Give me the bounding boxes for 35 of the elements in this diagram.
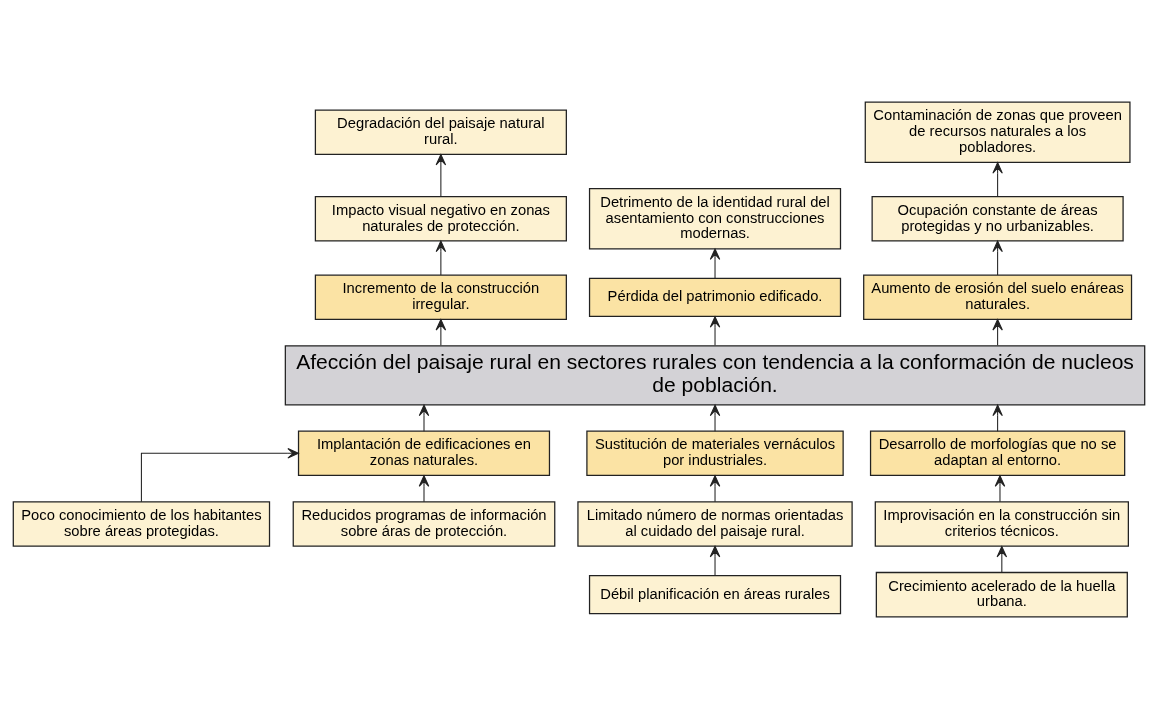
arrow: [709, 247, 721, 279]
node-box: Incremento de la construcción irregular.: [314, 274, 567, 320]
arrow: [140, 447, 299, 502]
node-box: Implantación de edificaciones en zonas naturales.: [297, 430, 551, 476]
arrow: [709, 315, 721, 346]
arrow: [709, 404, 721, 432]
node-box: Improvisación en la construcción sin criterios técnicos.: [874, 500, 1129, 547]
node-box: Contaminación de zonas que proveen de recursos naturales a los pobladores.: [864, 101, 1131, 163]
arrow: [709, 474, 721, 502]
node-box: Limitado número de normas orientadas al cuidado del paisaje rural.: [577, 500, 853, 547]
node-box: Desarrollo de morfologías que no se adaptan al entorno.: [869, 430, 1126, 476]
node-box: Aumento de erosión del suelo enáreas naturales.: [863, 274, 1133, 320]
node-box: Reducidos programas de información sobre áras de protección.: [292, 500, 556, 547]
arrow: [996, 545, 1008, 573]
node-box: Pérdida del patrimonio edificado.: [588, 277, 842, 317]
node-box: Impacto visual negativo en zonas naturales de protección.: [314, 195, 567, 241]
arrow: [709, 545, 721, 576]
arrow: [435, 318, 447, 346]
node-box: Poco conocimiento de los habitantes sobre áreas protegidas.: [12, 500, 271, 547]
arrow: [435, 240, 447, 275]
arrow: [435, 153, 447, 197]
node-box: Crecimiento acelerado de la huella urbana.: [875, 571, 1128, 617]
node-box: Débil planificación en áreas rurales: [588, 574, 842, 614]
arrow: [992, 161, 1003, 197]
arrow: [994, 474, 1006, 502]
node-box: Degradación del paisaje natural rural.: [314, 109, 567, 155]
arrow: [992, 318, 1003, 346]
arrow: [418, 404, 430, 432]
node-box: Ocupación constante de áreas protegidas y no urbanizables.: [871, 195, 1124, 241]
node-box: Detrimento de la identidad rural del asentamiento con construcciones modernas.: [588, 187, 842, 249]
arrow: [992, 240, 1003, 275]
arrow: [418, 474, 430, 502]
node-box: Afección del paisaje rural en sectores rurales con tendencia a la conformación de nucleos de población.: [284, 344, 1146, 405]
arrow: [992, 404, 1003, 432]
node-box: Sustitución de materiales vernáculos por industriales.: [586, 430, 844, 476]
